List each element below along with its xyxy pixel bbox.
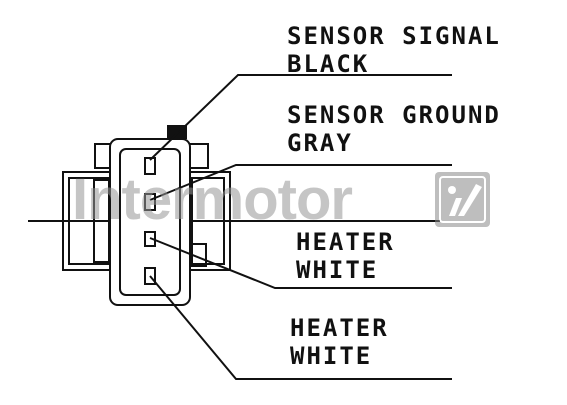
connector-body bbox=[109, 138, 191, 306]
leader-lines bbox=[149, 74, 452, 380]
label-color: WHITE bbox=[290, 342, 373, 370]
label-color: WHITE bbox=[296, 256, 379, 284]
label-color: GRAY bbox=[287, 129, 353, 157]
label-sensor-ground: SENSOR GROUND GRAY bbox=[287, 101, 501, 157]
label-color: BLACK bbox=[287, 50, 370, 78]
watermark-text: Intermotor bbox=[72, 167, 353, 232]
leader-heater-1 bbox=[149, 237, 452, 289]
leader-heater-2 bbox=[149, 275, 452, 380]
leader-sensor-signal bbox=[149, 74, 452, 161]
label-line: SENSOR SIGNAL bbox=[287, 22, 501, 50]
leader-sensor-ground bbox=[149, 164, 452, 201]
label-line: HEATER bbox=[290, 314, 389, 342]
label-heater-2: HEATER WHITE bbox=[290, 314, 389, 370]
label-line: HEATER bbox=[296, 228, 395, 256]
label-line: SENSOR GROUND bbox=[287, 101, 501, 129]
intermotor-logo-icon bbox=[435, 172, 490, 227]
pin-2 bbox=[144, 193, 156, 211]
label-heater-1: HEATER WHITE bbox=[296, 228, 395, 284]
pin-1 bbox=[144, 157, 156, 175]
label-sensor-signal: SENSOR SIGNAL BLACK bbox=[287, 22, 501, 78]
